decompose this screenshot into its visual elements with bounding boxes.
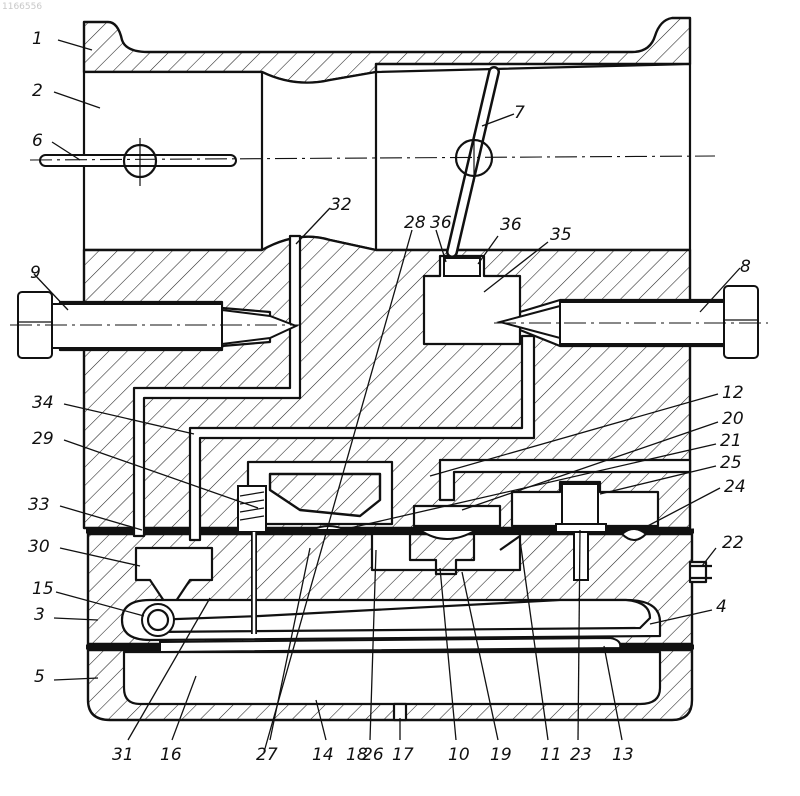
callout-11: 11 (540, 745, 562, 765)
callout-29: 29 (32, 429, 54, 449)
callout-27: 27 (256, 745, 278, 765)
throttle-6 (40, 155, 236, 166)
callout-9: 9 (30, 263, 41, 283)
callout-5: 5 (34, 667, 45, 687)
callout-6: 6 (32, 131, 43, 151)
callout-2: 2 (32, 81, 43, 101)
spring-15 (142, 604, 174, 636)
callout-23: 23 (570, 745, 592, 765)
plug-36 (444, 258, 480, 276)
watermark: 1166556 (2, 2, 42, 12)
callout-17: 17 (392, 745, 414, 765)
callout-10: 10 (448, 745, 470, 765)
upper-body-1 (84, 18, 690, 528)
callout-19: 19 (490, 745, 512, 765)
callout-3: 3 (34, 605, 45, 625)
callout-25: 25 (720, 453, 742, 473)
callout-34: 34 (32, 393, 54, 413)
callout-31: 31 (112, 745, 134, 765)
callout-30: 30 (28, 537, 50, 557)
callout-32: 32 (330, 195, 352, 215)
callout-16: 16 (160, 745, 182, 765)
callout-28: 28 (404, 213, 426, 233)
callout-21: 21 (720, 431, 742, 451)
callout-12: 12 (722, 383, 744, 403)
callout-24: 24 (724, 477, 746, 497)
callout-13: 13 (612, 745, 634, 765)
callout-35: 35 (550, 225, 572, 245)
callout-20: 20 (722, 409, 744, 429)
callout-14: 14 (312, 745, 334, 765)
callout-1: 1 (32, 29, 43, 49)
callout-26: 26 (362, 745, 384, 765)
callout-15: 15 (32, 579, 54, 599)
callout-8: 8 (740, 257, 751, 277)
callout-33: 33 (28, 495, 50, 515)
callout-4: 4 (716, 597, 727, 617)
callout-7: 7 (514, 103, 525, 123)
callout-36-second: 36 (500, 215, 522, 235)
callout-36: 36 (430, 213, 452, 233)
callout-22: 22 (722, 533, 744, 553)
